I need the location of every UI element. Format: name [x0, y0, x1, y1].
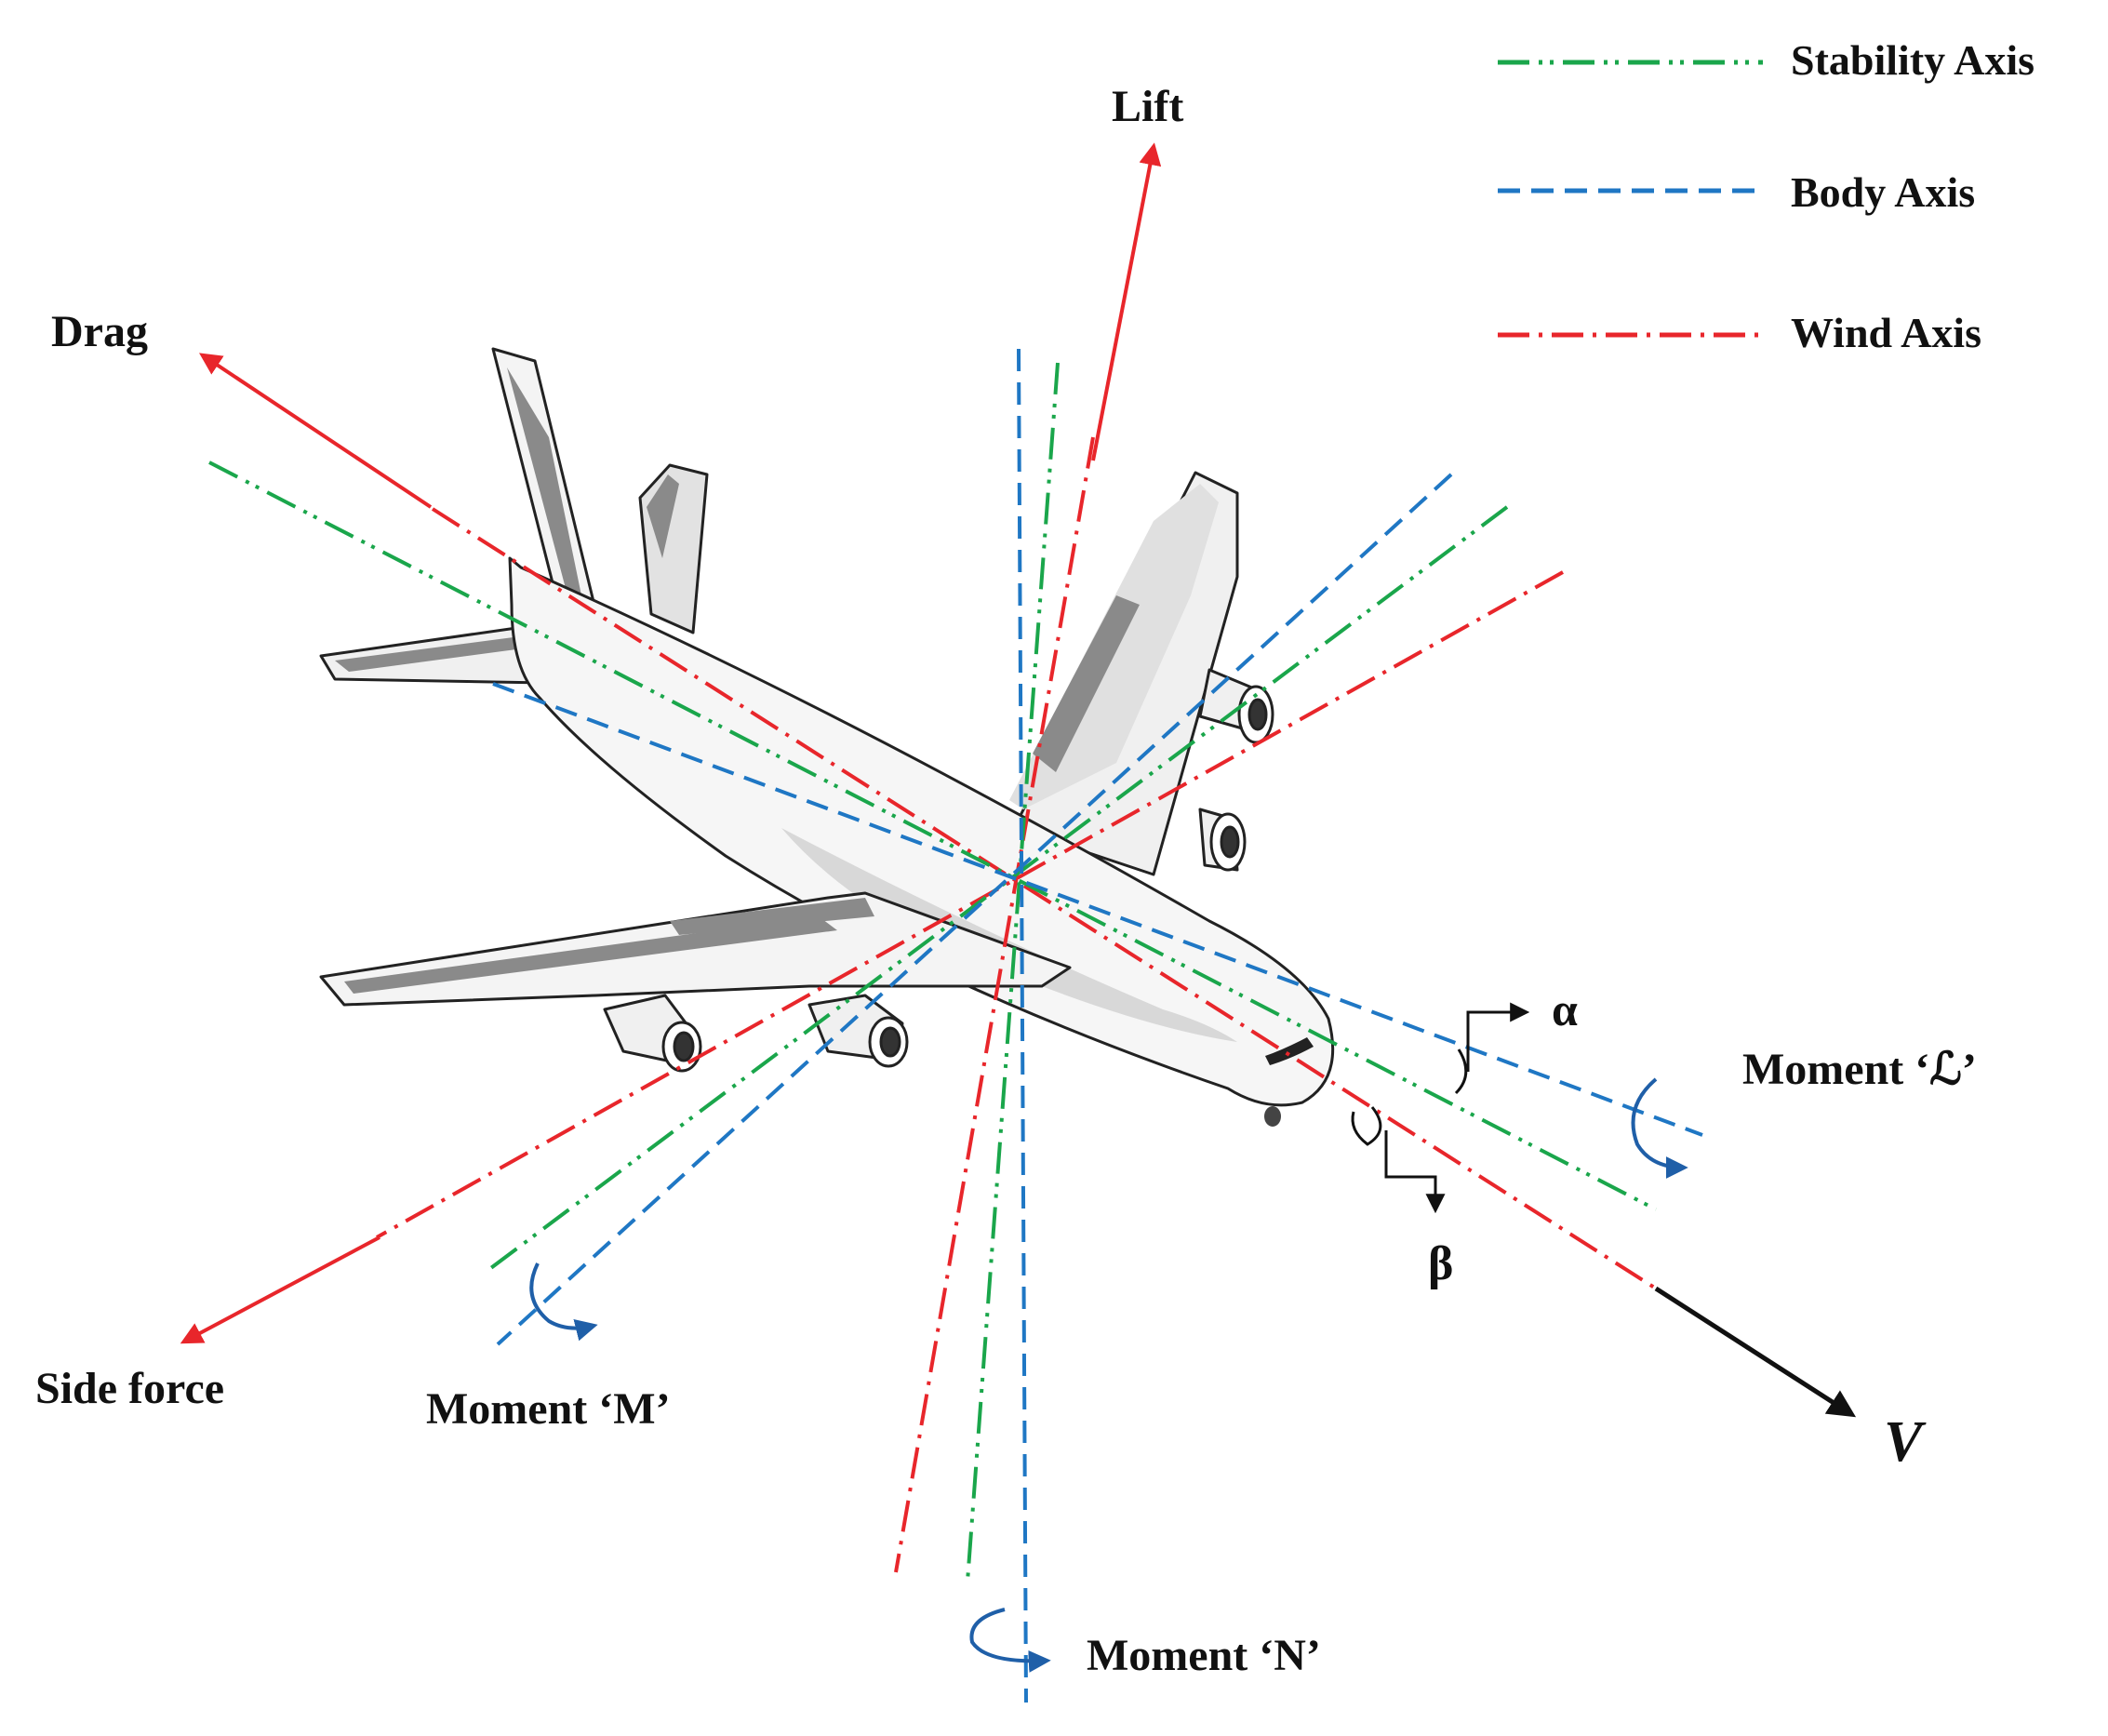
cockpit-windows	[1265, 1037, 1314, 1065]
far-engine-outer	[1198, 668, 1274, 744]
angle-markers	[1351, 1002, 1530, 1214]
alpha-arc	[1454, 1048, 1468, 1095]
yaw-moment-label: Moment ‘N’	[1087, 1631, 1321, 1680]
legend-wind-axis: Wind Axis	[1498, 309, 1981, 356]
legend-wind-label: Wind Axis	[1791, 309, 1981, 356]
force-arrows	[180, 142, 1857, 1418]
drag-label: Drag	[51, 307, 148, 356]
drag-arrow	[199, 353, 433, 509]
legend-stability-label: Stability Axis	[1791, 36, 2035, 84]
roll-moment-label: Moment ‘ℒ’	[1742, 1045, 1977, 1094]
legend-body-label: Body Axis	[1791, 168, 1975, 216]
near-engine-inner	[807, 994, 909, 1068]
nose-gear	[1264, 1106, 1281, 1127]
yaw-moment-arrow	[969, 1608, 1051, 1673]
lift-label: Lift	[1112, 82, 1183, 131]
moment-arrows	[529, 1077, 1688, 1673]
roll-moment-arrow	[1631, 1077, 1688, 1179]
legend: Stability Axis Body Axis Wind Axis	[1498, 36, 2035, 356]
pitch-moment-arrow	[529, 1262, 598, 1342]
pitch-moment-label: Moment ‘M’	[426, 1384, 671, 1434]
wind-axis-lines	[376, 436, 1658, 1573]
lift-arrow	[1091, 142, 1162, 461]
body-axis-lines	[492, 348, 1703, 1703]
velocity-arrow	[1654, 1286, 1857, 1418]
stability-axis-lines	[208, 362, 1657, 1582]
legend-stability-axis: Stability Axis	[1498, 36, 2035, 84]
alpha-leader	[1466, 1002, 1530, 1072]
aircraft-illustration	[319, 347, 1335, 1127]
near-engine-outer	[603, 994, 702, 1073]
near-wing	[319, 891, 1072, 1007]
side-force-label: Side force	[35, 1364, 224, 1413]
vertical-stabilizer-shade	[507, 367, 581, 595]
beta-label: β	[1428, 1237, 1453, 1290]
velocity-label: V	[1884, 1410, 1927, 1474]
side-force-arrow	[180, 1235, 380, 1344]
alpha-label: α	[1552, 983, 1578, 1035]
labels: Lift Drag Side force V Moment ‘ℒ’ Moment…	[35, 82, 1977, 1680]
beta-leader	[1384, 1130, 1446, 1214]
far-engine-inner	[1198, 808, 1247, 872]
beta-arc	[1351, 1106, 1382, 1146]
legend-body-axis: Body Axis	[1498, 168, 1975, 216]
